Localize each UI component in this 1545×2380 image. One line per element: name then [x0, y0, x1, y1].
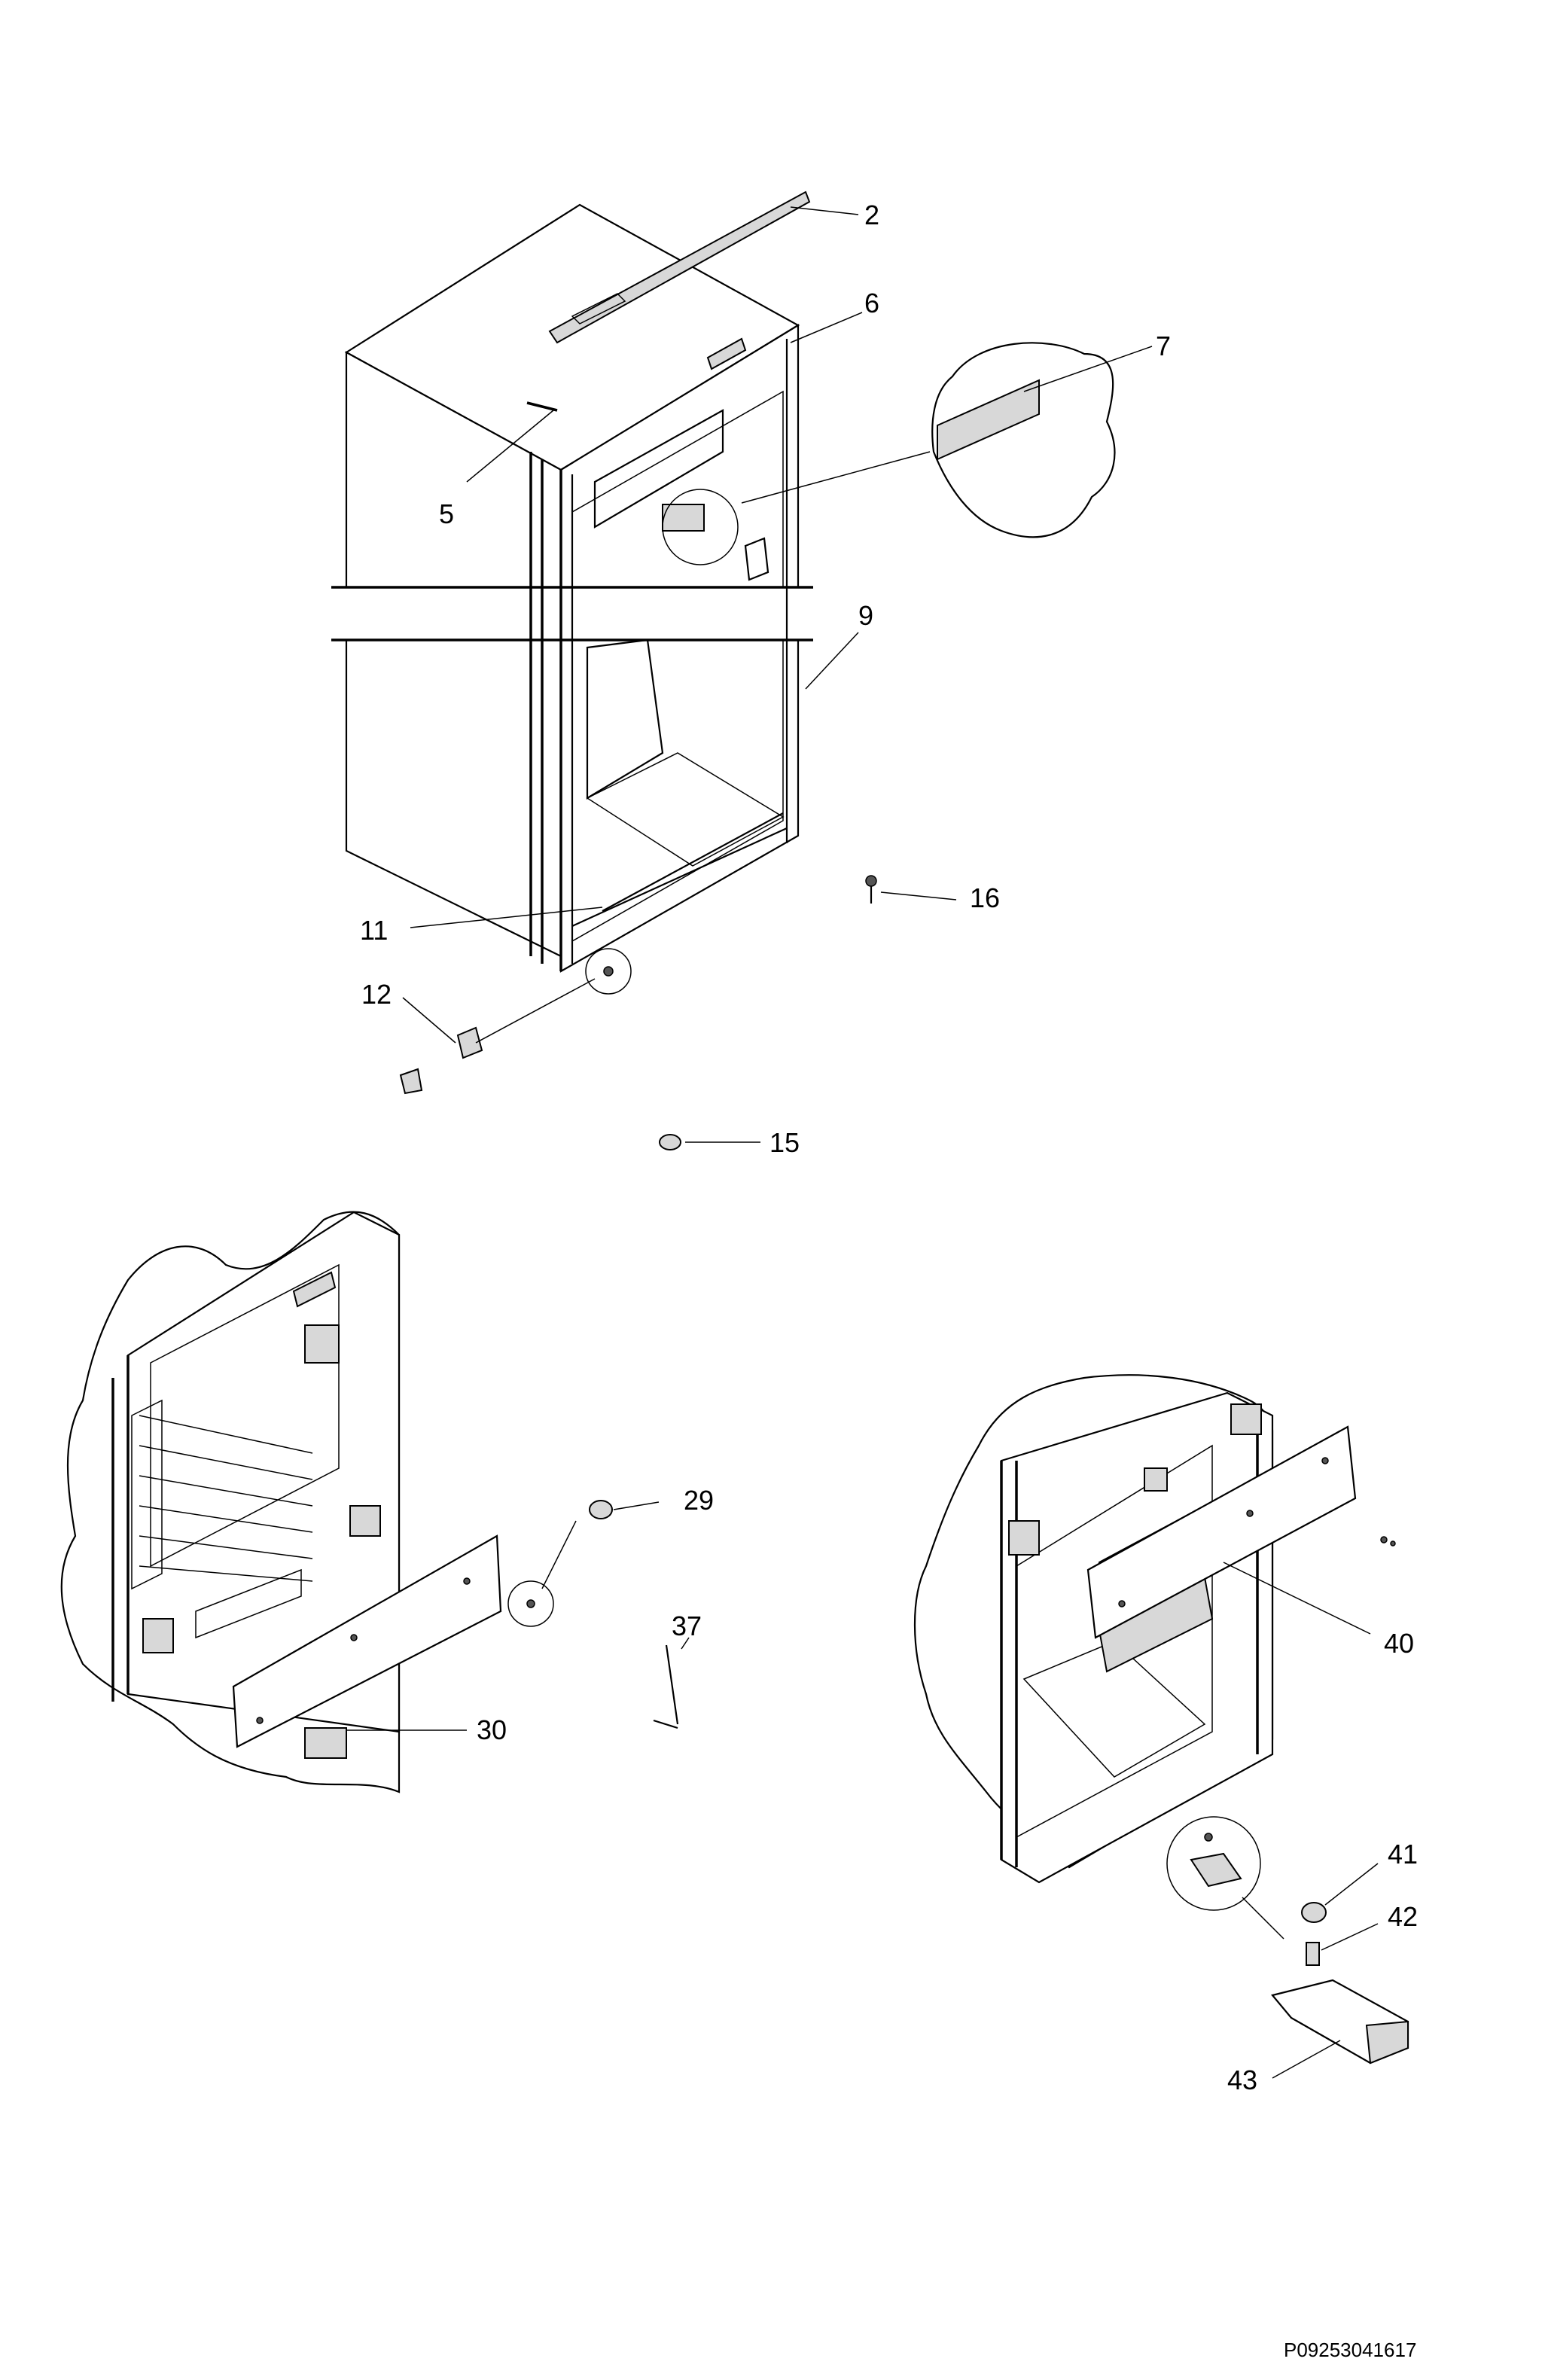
callout-9: 9 — [858, 600, 873, 631]
callout-42: 42 — [1388, 1901, 1418, 1932]
drawing-code: P09253041617 — [1284, 2339, 1416, 2361]
cabinet-assembly — [331, 190, 877, 1150]
callout-11: 11 — [360, 915, 388, 946]
fresh-food-frame-assembly — [913, 1374, 1409, 2065]
freezer-assembly — [60, 1211, 679, 1793]
callout-30: 30 — [477, 1714, 507, 1745]
part-7-detail-bubble — [741, 342, 1116, 538]
callout-37: 37 — [672, 1611, 702, 1641]
callout-6: 6 — [864, 288, 879, 318]
evaporator-fins — [139, 1415, 313, 1582]
callout-15: 15 — [769, 1127, 800, 1158]
callout-7: 7 — [1156, 331, 1171, 361]
callout-12: 12 — [361, 979, 392, 1010]
callout-16: 16 — [970, 882, 1000, 913]
callout-5: 5 — [439, 498, 454, 529]
callout-40: 40 — [1384, 1628, 1414, 1659]
leader-lines — [346, 206, 1379, 2079]
callout-2: 2 — [864, 200, 879, 230]
callout-43: 43 — [1227, 2065, 1257, 2095]
callout-41: 41 — [1388, 1839, 1418, 1870]
callout-29: 29 — [684, 1485, 714, 1516]
callout-labels: 2 6 7 5 9 11 16 12 15 29 37 30 40 41 42 … — [360, 200, 1418, 2095]
